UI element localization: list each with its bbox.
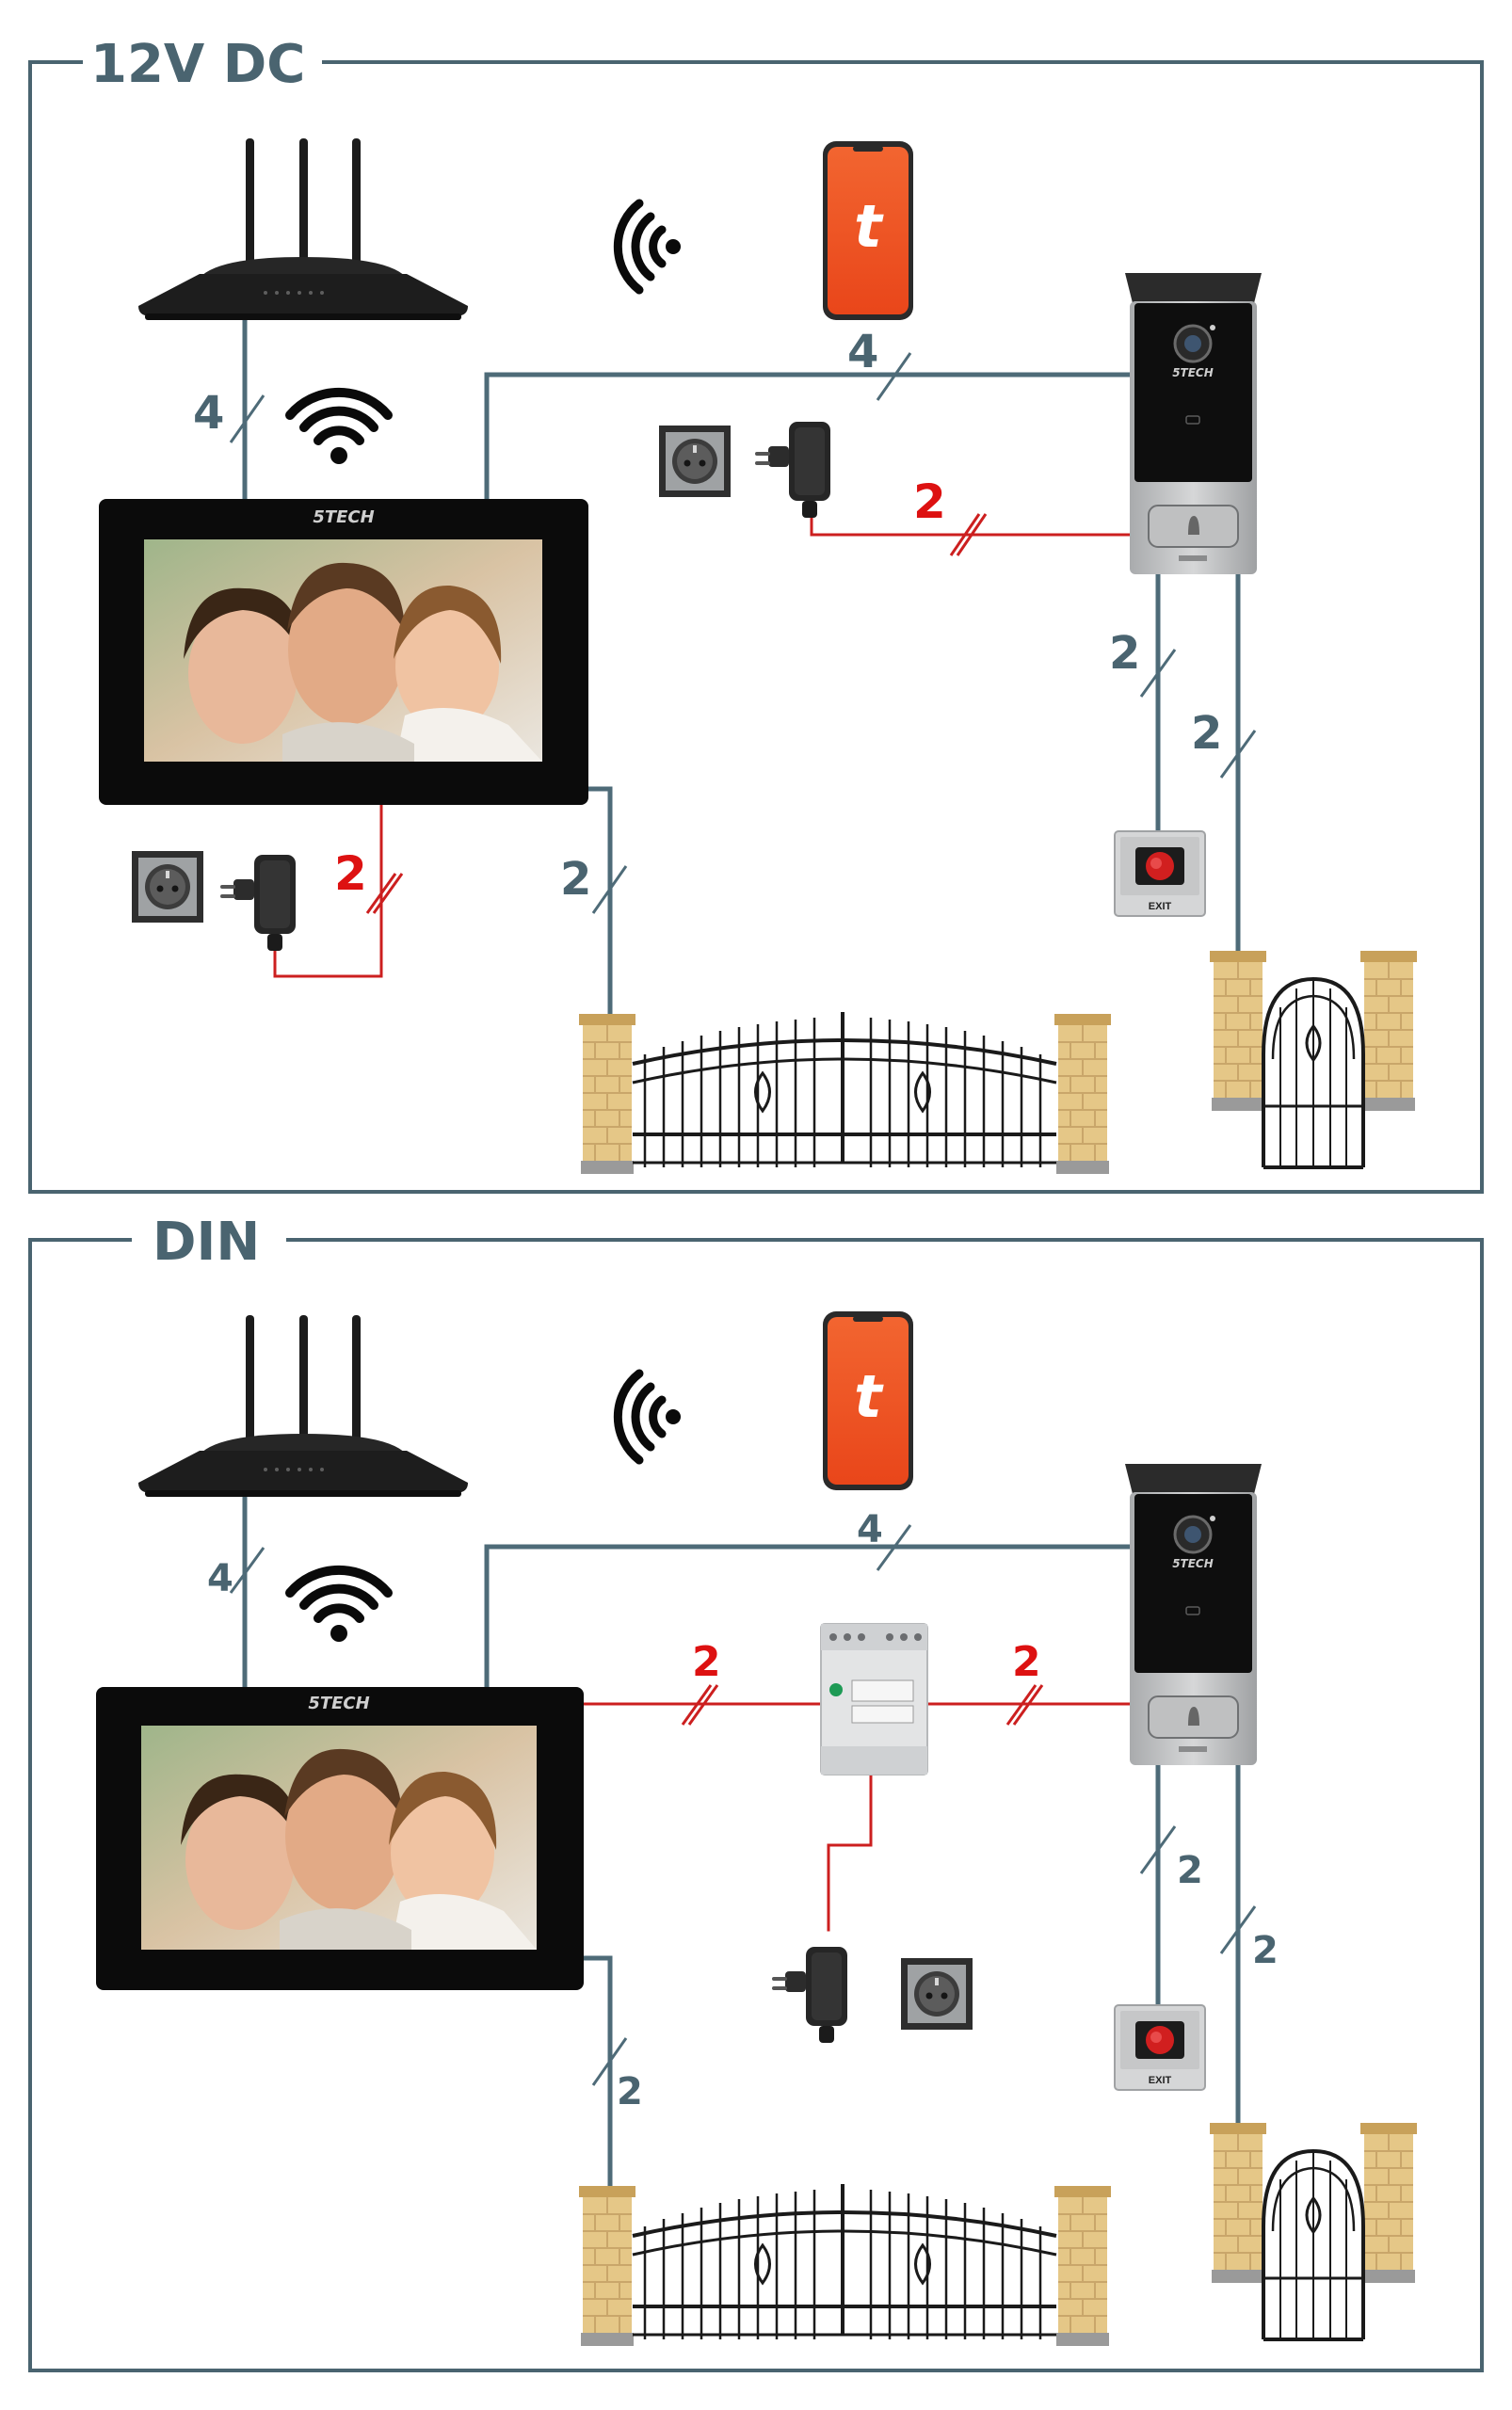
power-adapter-icon (772, 1947, 847, 2043)
wire-label-doorbell: 4 (857, 1508, 883, 1551)
indoor-monitor: 5TECH (99, 499, 588, 805)
wire-label-exit: 2 (1109, 627, 1140, 680)
wire-marks (229, 1524, 1257, 2086)
wire-label-monitor-power: 2 (334, 846, 367, 901)
router-icon (138, 1315, 468, 1497)
svg-text:5TECH: 5TECH (1172, 1557, 1214, 1570)
wire-monitor-gate (581, 1955, 613, 2187)
gate-icon (578, 1012, 1112, 1175)
gate-icon (578, 2184, 1112, 2347)
family-photo (181, 1748, 537, 1950)
svg-text:5TECH: 5TECH (308, 1694, 369, 1713)
wifi-icon (290, 1570, 388, 1642)
power-adapter-icon (220, 855, 296, 951)
wireless-signal-icon (618, 203, 681, 290)
outdoor-doorbell: 5TECH (1125, 273, 1262, 574)
outdoor-doorbell: 5TECH (1125, 1464, 1262, 1765)
svg-text:t: t (854, 192, 884, 261)
wire-label-wicket: 2 (1191, 707, 1222, 760)
phone-icon: t (823, 141, 913, 320)
wire-labels: 4 4 2 2 2 2 2 (193, 326, 1222, 906)
svg-text:5TECH: 5TECH (1172, 366, 1214, 379)
wire-label-gate: 2 (560, 853, 591, 906)
panel-din: DIN 4 4 2 2 (28, 1212, 1484, 2372)
wire-label-gate: 2 (617, 2070, 643, 2113)
wire-label-router: 4 (193, 387, 224, 440)
din-power-supply-icon (820, 1623, 928, 1775)
wire-labels: 4 4 2 2 2 2 2 (207, 1508, 1279, 2113)
wire-label-doorbell-power: 2 (913, 474, 946, 529)
wire-label-wicket: 2 (1252, 1929, 1279, 1972)
wireless-signal-icon (618, 1374, 681, 1460)
power-socket-icon (901, 1958, 973, 2030)
wire-adapter-doorbell (810, 497, 1136, 537)
wire-label-din-doorbell: 2 (1012, 1638, 1041, 1686)
panel-12v-dc: 12V DC 4 4 2 2 (28, 34, 1484, 1194)
wire-din-adapter (827, 1768, 873, 1932)
power-socket-icon (659, 426, 731, 497)
wire-label-monitor-din: 2 (692, 1638, 721, 1686)
panel-frame (28, 1238, 1484, 2372)
wire-label-router: 4 (207, 1557, 233, 1600)
svg-text:5TECH: 5TECH (313, 507, 374, 527)
panel-title: DIN (153, 1212, 260, 1273)
wire-monitor-doorbell (484, 372, 1137, 502)
panel-frame (28, 60, 1484, 1194)
exit-button-icon: EXIT (1114, 830, 1206, 917)
wire-marks (229, 352, 1257, 914)
wicket-icon (1209, 950, 1418, 1169)
exit-button-icon: EXIT (1114, 2004, 1206, 2091)
wire-monitor-adapter (273, 803, 383, 978)
svg-text:t: t (854, 1362, 884, 1431)
phone-icon: t (823, 1311, 913, 1490)
wire-monitor-doorbell (484, 1544, 1137, 1690)
indoor-monitor: 5TECH (96, 1687, 584, 1990)
wire-label-exit: 2 (1177, 1849, 1203, 1892)
wifi-icon (290, 393, 388, 464)
wicket-icon (1209, 2122, 1418, 2341)
wires (242, 1494, 1241, 2187)
svg-text:EXIT: EXIT (1149, 901, 1172, 912)
router-icon (138, 138, 468, 320)
wire-monitor-gate (586, 786, 613, 1015)
panel-title: 12V DC (90, 34, 305, 95)
svg-text:EXIT: EXIT (1149, 2075, 1172, 2086)
wire-label-doorbell: 4 (847, 326, 878, 378)
family-photo (184, 562, 542, 762)
power-socket-icon (132, 851, 203, 923)
power-adapter-icon (755, 422, 830, 518)
